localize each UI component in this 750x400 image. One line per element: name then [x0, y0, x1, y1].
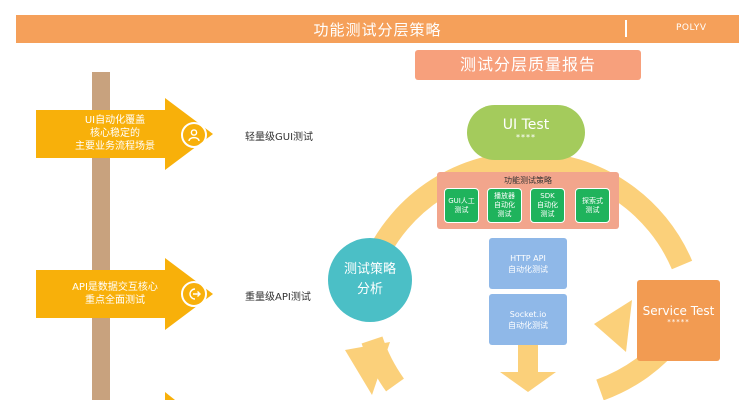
socket-io-box: Socket.io 自动化测试: [489, 294, 567, 345]
exploratory-line-1: 探索式: [582, 196, 603, 205]
arrow-sign-ui: [36, 98, 213, 170]
sdk-line-1: SDK: [540, 192, 555, 200]
player-line-3: 测试: [497, 210, 512, 218]
ui-arrow-line-2: 核心稳定的: [90, 128, 140, 139]
header-bar: 功能测试分层策略 POLYV: [16, 15, 739, 43]
exploratory-line-2: 测试: [585, 205, 600, 214]
http-api-line-2: 自动化测试: [508, 264, 548, 274]
ring-arrowhead-right: [594, 300, 632, 352]
user-icon: [181, 122, 207, 148]
gui-manual-line-2: 测试: [454, 205, 469, 214]
ui-arrow-text: UI自动化覆盖 核心稳定的 主要业务流程场景: [40, 114, 190, 153]
api-test-label: 重量级API测试: [245, 292, 311, 303]
api-arrow-line-2: 重点全面测试: [85, 295, 145, 306]
analysis-line-2: 分析: [356, 282, 383, 297]
sdk-line-3: 测试: [540, 210, 555, 218]
http-api-line-1: HTTP API: [510, 253, 546, 263]
arrow-sign-api: [36, 258, 213, 330]
ui-test-title: UI Test: [502, 117, 550, 133]
quality-report-box: 测试分层质量报告: [415, 50, 641, 80]
user-glyph: [188, 129, 200, 142]
socket-io-line-1: Socket.io: [509, 309, 547, 319]
player-auto-test-box: 播放器 自动化 测试: [487, 188, 522, 223]
strategy-title: 功能测试策略: [504, 176, 552, 185]
ui-test-pill: UI Test ****: [467, 105, 585, 160]
gui-manual-line-1: GUI人工: [448, 196, 475, 205]
gui-manual-test-box: GUI人工 测试: [444, 188, 479, 223]
player-line-1: 播放器: [494, 192, 515, 200]
brand-label: POLYV: [676, 23, 707, 33]
service-test-title: Service Test: [642, 304, 715, 318]
ui-arrow-line-3: 主要业务流程场景: [75, 141, 155, 152]
exit-glyph: [189, 288, 201, 300]
socket-io-line-2: 自动化测试: [508, 320, 548, 330]
sdk-line-2: 自动化: [537, 201, 558, 209]
header-divider: [625, 20, 627, 37]
api-arrow-line-1: API是数据交互核心: [72, 282, 158, 293]
sdk-auto-test-box: SDK 自动化 测试: [530, 188, 565, 223]
exit-icon: [181, 281, 207, 307]
down-arrow-shaft: [518, 343, 538, 373]
analysis-line-1: 测试策略: [343, 262, 396, 277]
down-arrowhead: [500, 372, 556, 392]
gui-test-label: 轻量级GUI测试: [245, 132, 314, 143]
exploratory-test-box: 探索式 测试: [575, 188, 610, 223]
player-line-2: 自动化: [494, 201, 515, 209]
ui-arrow-line-1: UI自动化覆盖: [84, 115, 146, 126]
strategy-analysis-circle: 测试策略 分析: [328, 238, 412, 322]
ui-test-stars: ****: [516, 133, 536, 142]
http-api-box: HTTP API 自动化测试: [489, 238, 567, 289]
service-test-box: Service Test *****: [637, 280, 720, 361]
service-test-stars: *****: [667, 318, 690, 326]
api-arrow-text: API是数据交互核心 重点全面测试: [40, 281, 190, 307]
ring-arrowhead-left: [345, 342, 390, 395]
ring-arc-top: [363, 151, 693, 270]
page-title: 功能测试分层策略: [313, 21, 442, 39]
